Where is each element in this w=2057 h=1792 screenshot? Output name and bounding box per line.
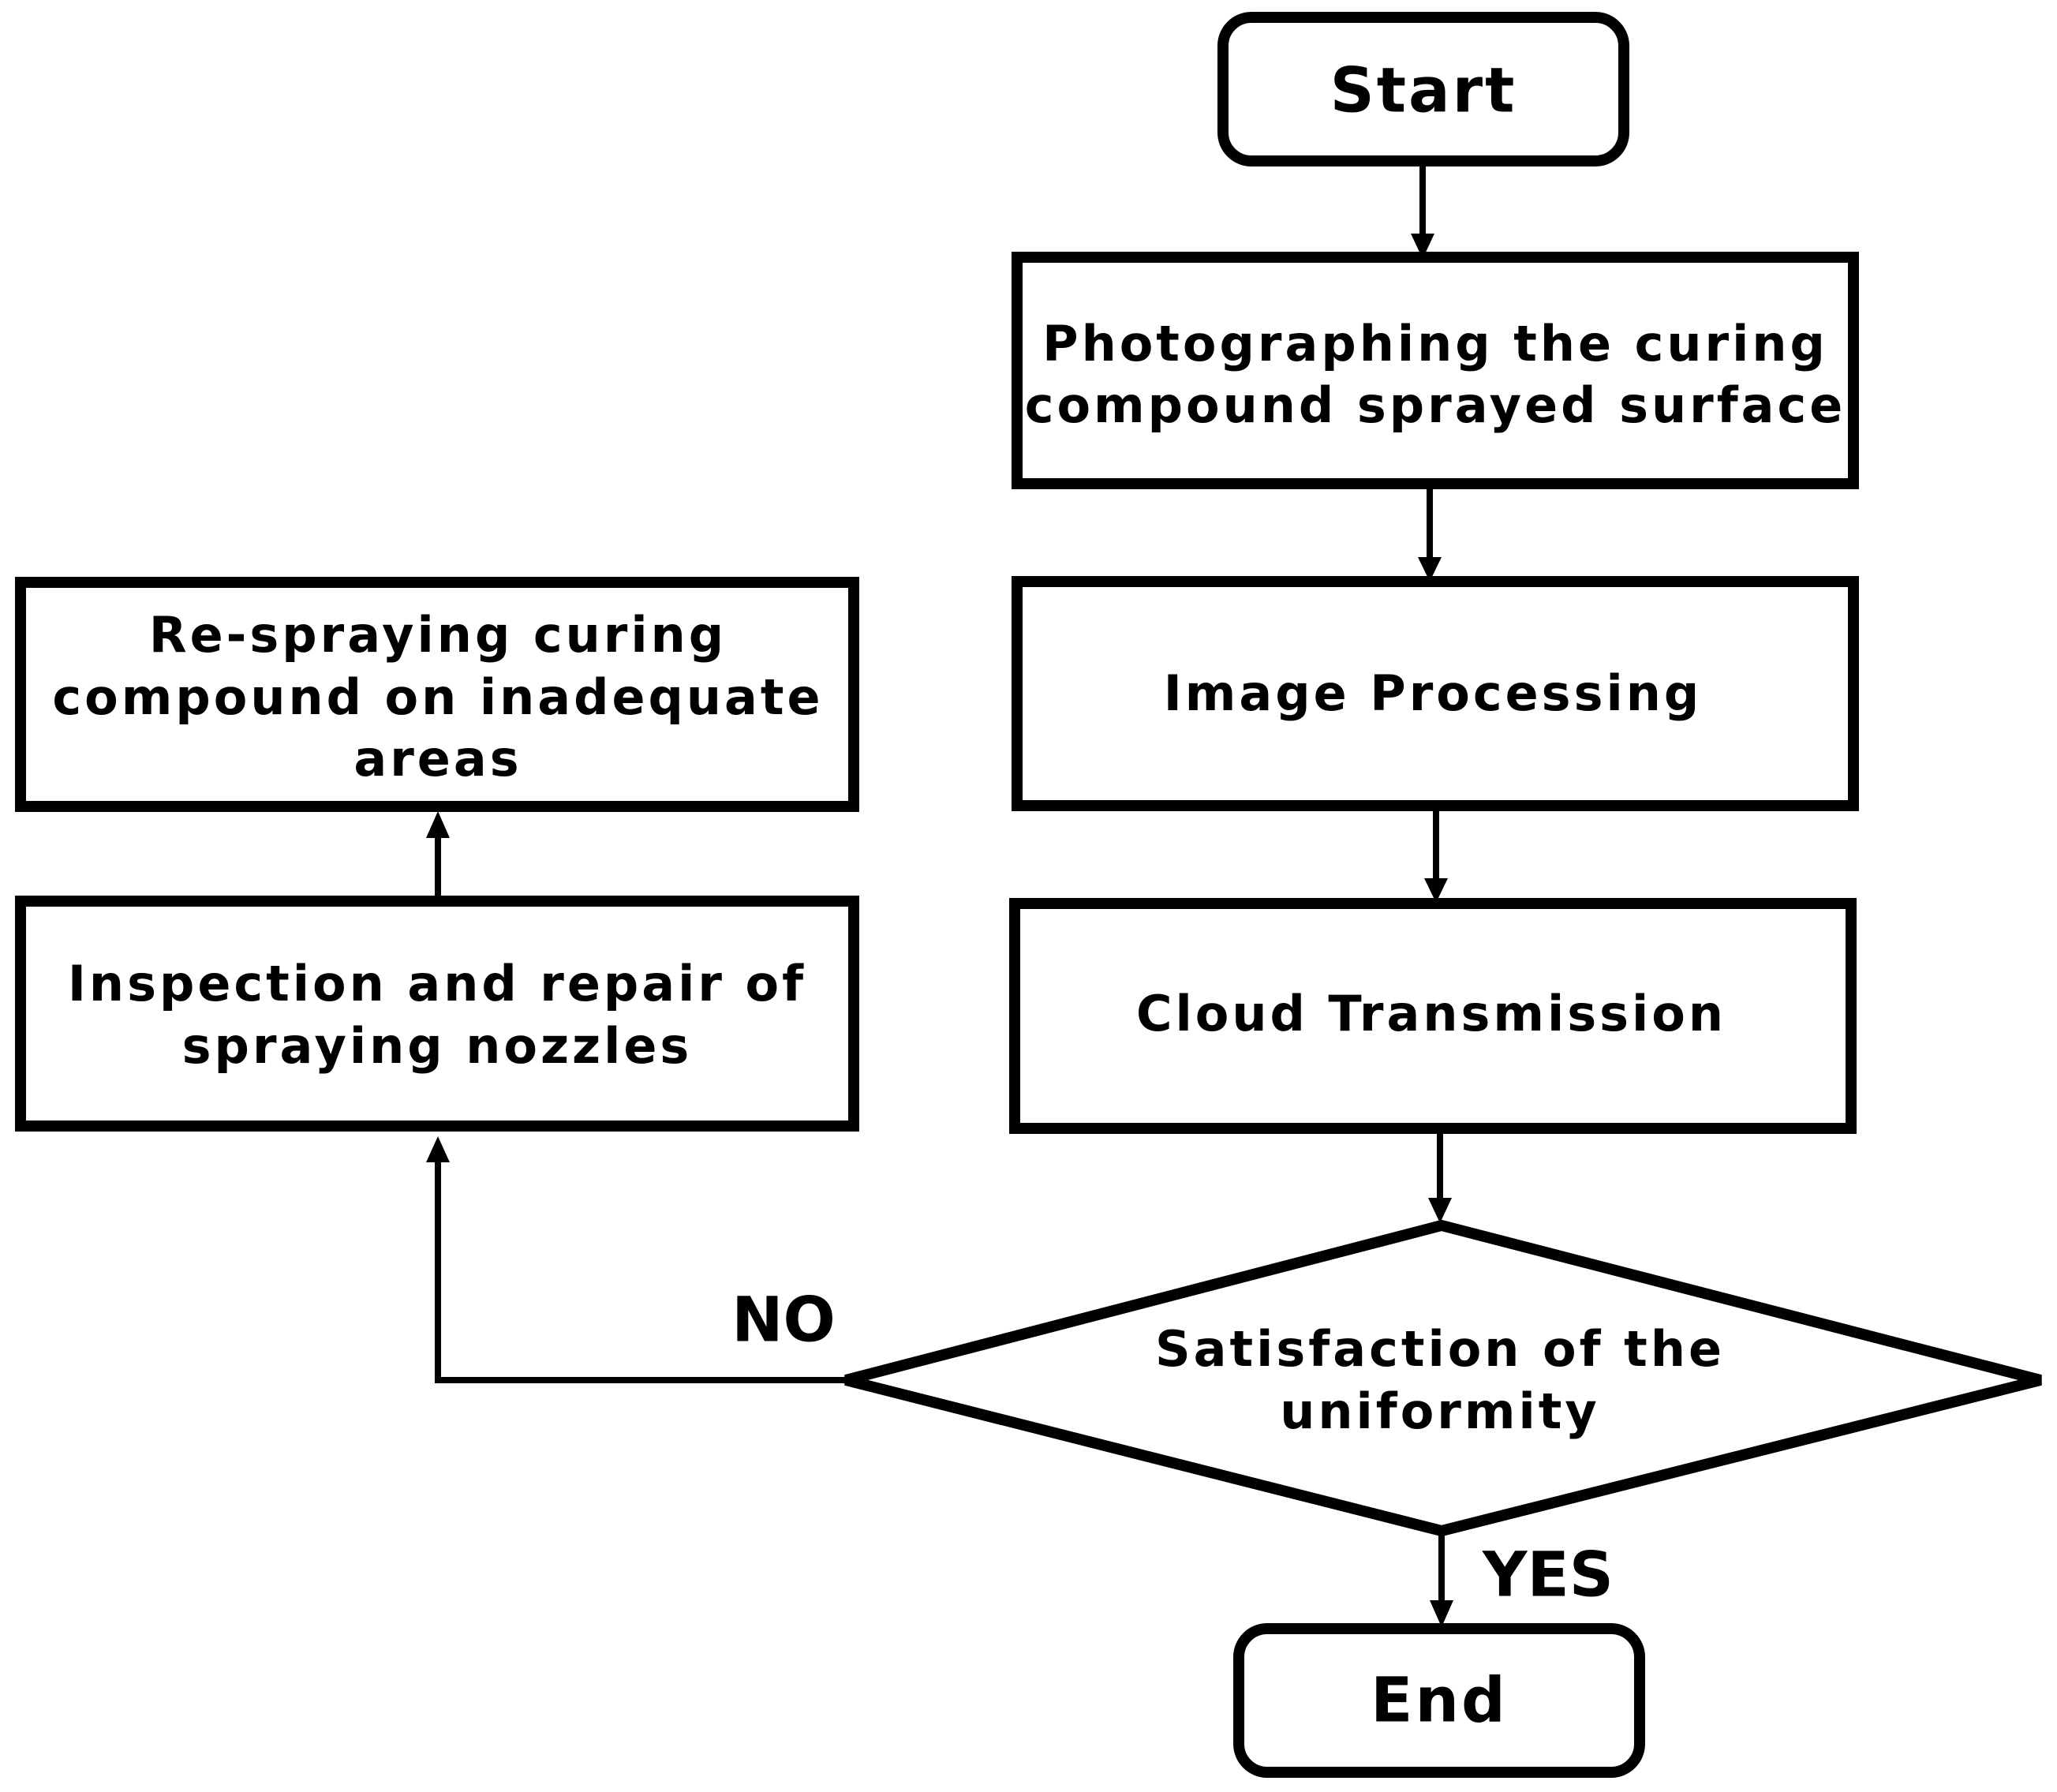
branch-label-yes: YES bbox=[1482, 1539, 1614, 1611]
arrowhead-photographing bbox=[1411, 234, 1434, 259]
arrowhead-respraying bbox=[426, 811, 450, 838]
node-cloud-transmission-label: Cloud Transmission bbox=[1136, 985, 1726, 1042]
node-inspection-label-line-2: spraying nozzles bbox=[182, 1017, 693, 1075]
node-respraying-label-line-1: Re-spraying curing bbox=[149, 606, 727, 664]
node-decision-label-line-2: uniformity bbox=[1280, 1382, 1600, 1440]
node-photographing-label-line-2: compound sprayed surface bbox=[1025, 376, 1846, 434]
node-decision-label-line-1: Satisfaction of the bbox=[1155, 1320, 1725, 1378]
branch-label-no: NO bbox=[731, 1285, 836, 1356]
node-image-processing: Image Processing bbox=[1012, 576, 1859, 811]
node-photographing: Photographing the curing compound spraye… bbox=[1012, 252, 1859, 489]
node-start: Start bbox=[1217, 12, 1629, 166]
flowchart-edges bbox=[426, 163, 1453, 1627]
edge-decision-to-inspection bbox=[435, 1160, 846, 1383]
node-start-label: Start bbox=[1330, 55, 1517, 126]
node-end: End bbox=[1233, 1623, 1645, 1778]
node-cloud-transmission: Cloud Transmission bbox=[1009, 898, 1857, 1134]
arrowhead-decision bbox=[1428, 1198, 1452, 1223]
node-photographing-label-line-1: Photographing the curing bbox=[1042, 315, 1828, 372]
node-end-label: End bbox=[1371, 1665, 1508, 1736]
node-inspection-label-line-1: Inspection and repair of bbox=[68, 955, 806, 1012]
node-inspection: Inspection and repair of spraying nozzle… bbox=[15, 896, 859, 1132]
arrowhead-image-processing bbox=[1418, 557, 1442, 582]
node-respraying: Re-spraying curing compound on inadequat… bbox=[15, 577, 859, 812]
node-decision: Satisfaction of the uniformity bbox=[844, 1219, 2042, 1537]
arrowhead-end bbox=[1430, 1600, 1453, 1627]
arrowhead-inspection bbox=[426, 1136, 450, 1162]
node-respraying-label-line-2: compound on inadequate bbox=[52, 668, 823, 726]
node-respraying-label-line-3: areas bbox=[353, 730, 522, 788]
arrowhead-cloud-transmission bbox=[1424, 878, 1448, 903]
node-image-processing-label: Image Processing bbox=[1164, 664, 1703, 722]
